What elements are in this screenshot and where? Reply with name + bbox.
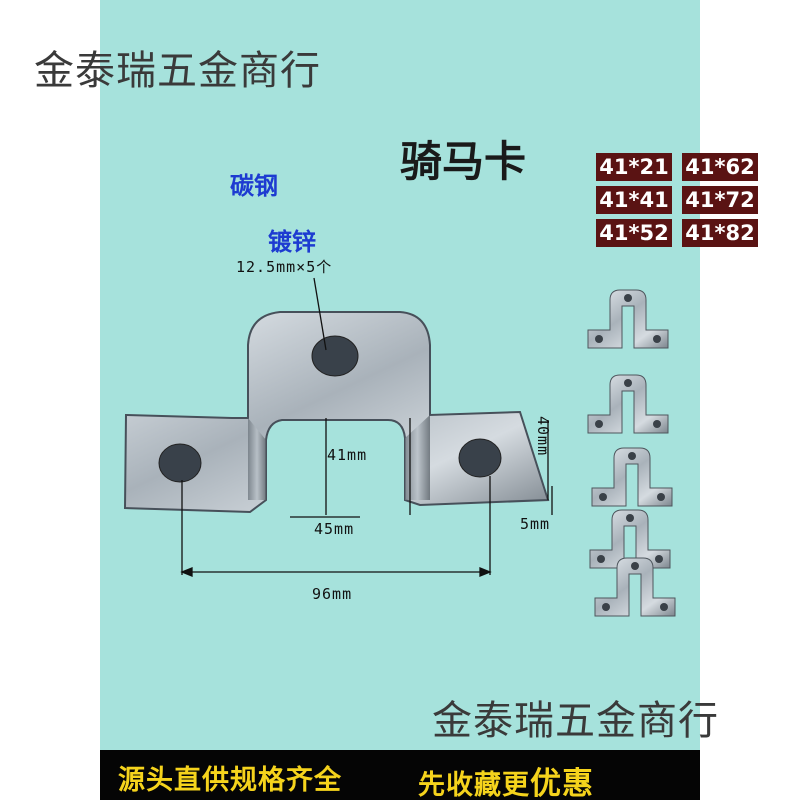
promo-right-prefix: 先收藏更 <box>418 770 530 801</box>
material-carbon-steel: 碳钢 <box>230 172 278 200</box>
size-tag: 41*52 <box>596 219 672 247</box>
size-tag: 41*82 <box>682 219 758 247</box>
promo-banner: 源头直供规格齐全 先收藏更优惠 <box>100 750 700 803</box>
size-tag: 41*21 <box>596 153 672 181</box>
size-tag: 41*72 <box>682 186 758 214</box>
size-variant-thumbnails <box>587 289 676 617</box>
size-tag: 41*41 <box>596 186 672 214</box>
main-bracket <box>123 311 550 514</box>
store-watermark-bottom: 金泰瑞五金商行 <box>432 698 719 744</box>
promo-right-emphasis: 优惠 <box>530 766 594 802</box>
size-list: 41*21 41*62 41*41 41*72 41*52 41*82 <box>596 153 758 247</box>
material-galvanized: 镀锌 <box>268 228 316 256</box>
store-watermark-top: 金泰瑞五金商行 <box>34 48 321 94</box>
dimension-height: 41mm <box>327 446 368 464</box>
dimension-inner-width: 45mm <box>314 520 355 538</box>
dimension-width: 40mm <box>534 416 552 457</box>
dimension-total-length: 96mm <box>312 585 353 603</box>
dimension-thickness: 5mm <box>520 515 551 533</box>
dimension-lines <box>180 277 553 577</box>
size-tag: 41*62 <box>682 153 758 181</box>
product-image: 骑马卡 碳钢 镀锌 41*21 41*62 41*41 41*72 41*52 … <box>100 0 758 800</box>
promo-left-text: 源头直供规格齐全 <box>118 765 342 796</box>
dimension-hole: 12.5mm×5个 <box>236 258 333 276</box>
promo-right-text: 先收藏更优惠 <box>418 758 594 803</box>
product-title: 骑马卡 <box>400 137 527 186</box>
